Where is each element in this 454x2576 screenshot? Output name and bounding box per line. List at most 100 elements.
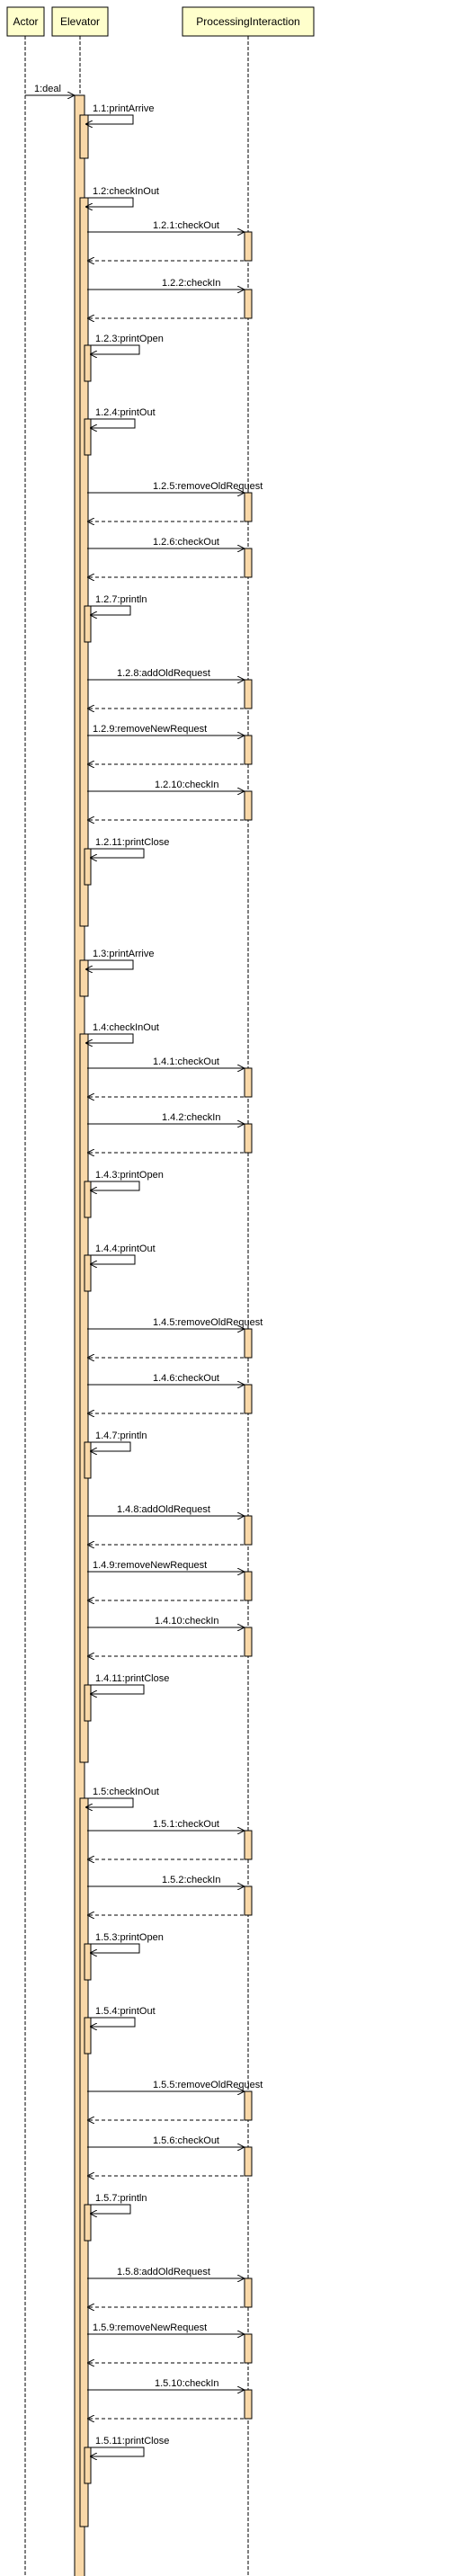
activation-bar — [244, 289, 253, 319]
message-label: 1.2.6:checkOut — [153, 537, 219, 548]
message-label: 1.4:checkInOut — [93, 1022, 159, 1033]
activation-bar — [84, 1254, 92, 1292]
activation-bar — [244, 1328, 253, 1359]
activation-bar — [244, 548, 253, 578]
message: 1.4.2:checkIn — [87, 1112, 244, 1153]
message-label: 1.4.5:removeOldRequest — [153, 1317, 263, 1328]
message-label: 1.5.11:printClose — [95, 2436, 169, 2447]
message-label: 1.5.5:removeOldRequest — [153, 2080, 263, 2090]
message: 1.1:printArrive — [85, 103, 154, 124]
activation-bar — [84, 1684, 92, 1722]
message: 1.2.2:checkIn — [87, 278, 244, 318]
activation-bar — [84, 1181, 92, 1218]
message: 1.5.9:removeNewRequest — [87, 2322, 244, 2363]
self-message-arrow — [90, 848, 145, 858]
activation-bar — [79, 1797, 89, 2527]
activation-bar — [79, 114, 89, 159]
activation-bar — [84, 1943, 92, 1981]
message-label: 1.2.9:removeNewRequest — [93, 724, 207, 735]
message: 1.4.10:checkIn — [87, 1616, 244, 1656]
message: 1.3:printArrive — [85, 949, 154, 969]
message-label: 1.3:printArrive — [93, 949, 154, 959]
self-message-arrow — [90, 605, 131, 615]
message-label: 1:deal — [34, 84, 61, 94]
activation-bar — [79, 959, 89, 997]
activation-bar — [244, 231, 253, 262]
self-message-arrow — [90, 2447, 145, 2456]
messages: 1:deal1.1:printArrive1.2:checkInOut1.2.1… — [25, 84, 263, 2456]
message: 1.2.5:removeOldRequest — [87, 481, 263, 521]
activation-bar — [79, 1033, 89, 1763]
message: 1.4.8:addOldRequest — [87, 1504, 244, 1545]
message: 1.5.8:addOldRequest — [87, 2267, 244, 2307]
self-message-arrow — [90, 1181, 140, 1190]
message-label: 1.2.7:println — [95, 594, 147, 605]
activation-bar — [244, 1830, 253, 1860]
message: 1.5.10:checkIn — [87, 2378, 244, 2419]
activation-bar — [244, 2277, 253, 2308]
self-message-arrow — [85, 1033, 134, 1043]
message: 1.2.4:printOut — [90, 407, 156, 428]
message: 1.2.9:removeNewRequest — [87, 724, 244, 764]
message-label: 1.4.1:checkOut — [153, 1056, 219, 1067]
self-message-arrow — [90, 418, 136, 428]
participant-elevator-label: Elevator — [60, 15, 100, 28]
message-label: 1.5.7:println — [95, 2193, 147, 2204]
activation-bar — [244, 1067, 253, 1098]
message: 1.5.1:checkOut — [87, 1819, 244, 1859]
message: 1.4.9:removeNewRequest — [87, 1560, 244, 1600]
self-message-arrow — [90, 1684, 145, 1694]
message-label: 1.2.5:removeOldRequest — [153, 481, 263, 492]
message-label: 1.4.11:printClose — [95, 1673, 169, 1684]
message: 1.2.7:println — [90, 594, 147, 615]
activation-bar — [244, 2146, 253, 2177]
participant-processing-interaction: ProcessingInteraction — [182, 6, 315, 37]
message: 1.4.7:println — [90, 1431, 147, 1451]
activation-bar — [244, 1627, 253, 1657]
message-label: 1.5.1:checkOut — [153, 1819, 219, 1830]
self-message-arrow — [85, 959, 134, 969]
message: 1.5.3:printOpen — [90, 1932, 164, 1953]
self-message-arrow — [90, 344, 140, 354]
activation-bar — [84, 1441, 92, 1479]
self-message-arrow — [85, 1797, 134, 1807]
message-label: 1.4.8:addOldRequest — [117, 1504, 210, 1515]
message-label: 1.4.7:println — [95, 1431, 147, 1441]
activation-bar — [84, 344, 92, 382]
activation-bar — [244, 492, 253, 522]
message-label: 1.2.8:addOldRequest — [117, 668, 210, 679]
participant-processing-interaction-label: ProcessingInteraction — [196, 15, 299, 28]
activation-bar — [244, 1123, 253, 1154]
activation-bar — [244, 2389, 253, 2420]
message: 1.5.7:println — [90, 2193, 147, 2214]
activation-bar — [84, 848, 92, 886]
message: 1.4.3:printOpen — [90, 1170, 164, 1190]
message: 1.2.10:checkIn — [87, 780, 244, 820]
message-label: 1.1:printArrive — [93, 103, 154, 114]
message: 1.5.6:checkOut — [87, 2135, 244, 2176]
message-label: 1.5:checkInOut — [93, 1787, 159, 1797]
message: 1.4.6:checkOut — [87, 1373, 244, 1413]
message: 1.2.3:printOpen — [90, 334, 164, 354]
self-message-arrow — [85, 114, 134, 124]
self-message-arrow — [90, 1441, 131, 1451]
message-label: 1.5.10:checkIn — [155, 2378, 219, 2389]
message: 1.2.8:addOldRequest — [87, 668, 244, 709]
message-label: 1.4.6:checkOut — [153, 1373, 219, 1384]
message: 1.5.2:checkIn — [87, 1875, 244, 1915]
activation-bar — [84, 2017, 92, 2055]
activation-bar — [244, 790, 253, 821]
message-label: 1.2.3:printOpen — [95, 334, 164, 344]
message-label: 1.5.8:addOldRequest — [117, 2267, 210, 2277]
self-message-arrow — [90, 2017, 136, 2027]
self-message-arrow — [90, 1254, 136, 1264]
message-label: 1.4.9:removeNewRequest — [93, 1560, 207, 1571]
activation-bar — [84, 418, 92, 456]
activation-bar — [244, 1885, 253, 1916]
message-label: 1.4.4:printOut — [95, 1243, 156, 1254]
activation-bar — [244, 735, 253, 765]
message-label: 1.5.3:printOpen — [95, 1932, 164, 1943]
activation-bar — [79, 197, 89, 927]
activation-bar — [84, 2447, 92, 2484]
